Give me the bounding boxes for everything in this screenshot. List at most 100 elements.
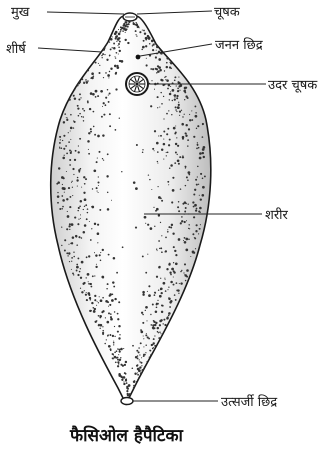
- stipple-dot: [160, 278, 161, 279]
- stipple-dot: [83, 110, 85, 112]
- stipple-dot: [172, 189, 175, 192]
- stipple-dot: [166, 66, 168, 68]
- stipple-dot: [185, 132, 187, 134]
- stipple-dot: [181, 270, 182, 271]
- stipple-dot: [202, 124, 203, 125]
- stipple-dot: [98, 63, 99, 64]
- stipple-dot: [179, 115, 180, 116]
- stipple-dot: [81, 261, 84, 264]
- stipple-dot: [134, 389, 136, 391]
- stipple-dot: [169, 306, 171, 308]
- stipple-dot: [139, 31, 141, 33]
- stipple-dot: [178, 85, 180, 87]
- stipple-dot: [71, 223, 74, 226]
- stipple-dot: [90, 283, 92, 285]
- stipple-dot: [160, 135, 162, 137]
- stipple-dot: [135, 227, 137, 229]
- stipple-dot: [197, 142, 198, 143]
- stipple-dot: [83, 282, 85, 284]
- stipple-dot: [119, 118, 120, 119]
- stipple-dot: [63, 148, 65, 150]
- stipple-dot: [71, 261, 72, 262]
- stipple-dot: [177, 206, 179, 208]
- stipple-dot: [181, 216, 183, 218]
- stipple-dot: [159, 266, 161, 268]
- stipple-dot: [117, 318, 119, 320]
- stipple-dot: [145, 272, 147, 274]
- stipple-dot: [117, 65, 119, 67]
- stipple-dot: [123, 348, 124, 349]
- stipple-dot: [143, 40, 145, 42]
- stipple-dot: [87, 80, 89, 82]
- stipple-dot: [179, 283, 180, 284]
- stipple-dot: [117, 348, 119, 350]
- stipple-dot: [101, 55, 102, 56]
- stipple-dot: [62, 140, 63, 141]
- stipple-dot: [141, 312, 143, 314]
- stipple-dot: [174, 96, 175, 97]
- stipple-dot: [172, 233, 174, 235]
- stipple-dot: [193, 206, 195, 208]
- stipple-dot: [120, 29, 122, 31]
- stipple-dot: [160, 92, 161, 93]
- stipple-dot: [177, 88, 179, 90]
- stipple-dot: [116, 52, 118, 54]
- stipple-dot: [154, 89, 155, 90]
- stipple-dot: [95, 62, 97, 64]
- stipple-dot: [131, 395, 134, 398]
- stipple-dot: [120, 357, 121, 358]
- stipple-dot: [80, 214, 81, 215]
- stipple-dot: [68, 225, 70, 227]
- stipple-dot: [198, 233, 199, 234]
- stipple-dot: [90, 128, 92, 130]
- stipple-dot: [102, 158, 103, 159]
- stipple-dot: [194, 237, 196, 239]
- stipple-dot: [150, 314, 151, 315]
- stipple-dot: [73, 95, 75, 97]
- stipple-dot: [99, 209, 101, 211]
- stipple-dot: [135, 34, 136, 35]
- stipple-dot: [123, 27, 126, 30]
- stipple-dot: [93, 307, 95, 309]
- stipple-dot: [108, 312, 110, 314]
- label-head: शीर्ष: [6, 41, 27, 57]
- stipple-dot: [169, 93, 172, 96]
- stipple-dot: [154, 328, 155, 329]
- stipple-dot: [181, 123, 184, 126]
- stipple-dot: [158, 58, 161, 61]
- stipple-dot: [83, 209, 84, 210]
- stipple-dot: [118, 43, 120, 45]
- stipple-dot: [176, 282, 178, 284]
- stipple-dot: [76, 244, 78, 246]
- stipple-dot: [117, 361, 119, 363]
- stipple-dot: [83, 231, 86, 234]
- leader-sucker: [137, 11, 212, 14]
- stipple-dot: [202, 148, 205, 151]
- stipple-dot: [115, 37, 117, 39]
- stipple-dot: [91, 77, 94, 80]
- stipple-dot: [150, 68, 152, 70]
- stipple-dot: [168, 184, 169, 185]
- stipple-dot: [158, 186, 159, 187]
- stipple-dot: [138, 351, 140, 353]
- stipple-dot: [83, 120, 84, 121]
- stipple-dot: [127, 387, 129, 389]
- stipple-dot: [175, 254, 177, 256]
- stipple-dot: [88, 153, 90, 155]
- stipple-dot: [184, 241, 187, 244]
- stipple-dot: [85, 204, 87, 206]
- stipple-dot: [169, 99, 170, 100]
- stipple-dot: [82, 108, 84, 110]
- stipple-dot: [73, 251, 74, 252]
- stipple-dot: [125, 39, 127, 41]
- stipple-dot: [183, 240, 184, 241]
- stipple-dot: [125, 361, 127, 363]
- stipple-dot: [154, 345, 156, 347]
- stipple-dot: [175, 109, 177, 111]
- stipple-dot: [176, 95, 178, 97]
- stipple-dot: [134, 392, 136, 394]
- stipple-dot: [149, 179, 150, 180]
- stipple-dot: [163, 139, 164, 140]
- stipple-dot: [68, 252, 70, 254]
- stipple-dot: [80, 200, 83, 203]
